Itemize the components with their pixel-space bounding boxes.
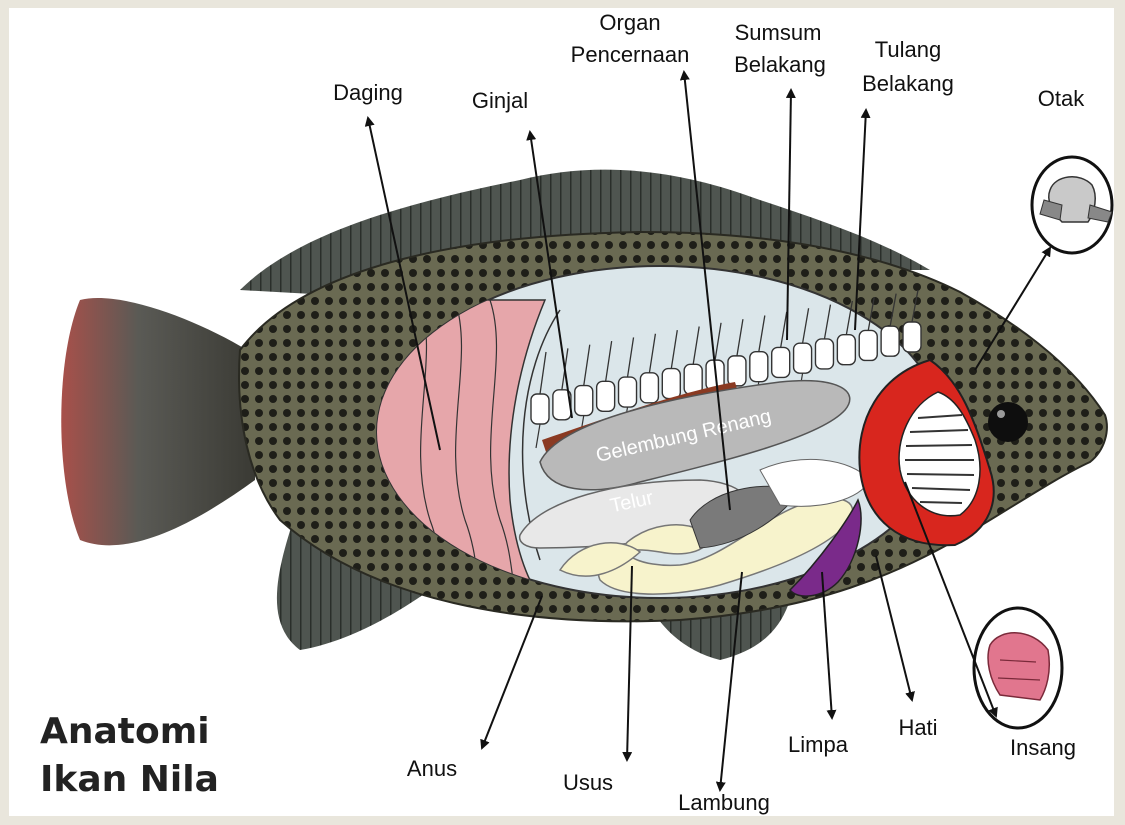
label-usus: Usus [563, 770, 613, 795]
vertebra [881, 326, 899, 356]
label-daging: Daging [333, 80, 403, 105]
title-line-2: Ikan Nila [40, 756, 219, 804]
label-lambung: Lambung [678, 790, 770, 815]
label-otak: Otak [1038, 86, 1085, 111]
vertebra [575, 386, 593, 416]
label-limpa: Limpa [788, 732, 849, 757]
arrow-hati [876, 556, 912, 700]
diagram-title: Anatomi Ikan Nila [40, 708, 219, 804]
vertebra [772, 347, 790, 377]
label-ginjal: Ginjal [472, 88, 528, 113]
tail-fin [61, 298, 255, 545]
label-anus: Anus [407, 756, 457, 781]
eye-highlight [997, 410, 1005, 418]
label-sumsum-2: Belakang [734, 52, 826, 77]
label-organ-1: Organ [599, 10, 660, 35]
vertebra [619, 377, 637, 407]
gill-callout [974, 608, 1062, 728]
label-tulang-1: Tulang [875, 37, 941, 62]
label-organ-2: Pencernaan [571, 42, 690, 67]
vertebra [815, 339, 833, 369]
vertebra [859, 330, 877, 360]
label-insang: Insang [1010, 735, 1076, 760]
vertebra [837, 335, 855, 365]
label-tulang-2: Belakang [862, 71, 954, 96]
label-hati: Hati [898, 715, 937, 740]
vertebra [640, 373, 658, 403]
label-sumsum-1: Sumsum [735, 20, 822, 45]
vertebra [728, 356, 746, 386]
vertebra [662, 369, 680, 399]
arrow-anus [482, 596, 542, 748]
title-line-1: Anatomi [40, 708, 219, 756]
brain-callout [1032, 157, 1112, 253]
vertebra [794, 343, 812, 373]
vertebra [684, 364, 702, 394]
vertebra [750, 352, 768, 382]
vertebra [903, 322, 921, 352]
vertebra [531, 394, 549, 424]
fish-eye [988, 402, 1028, 442]
vertebra [597, 381, 615, 411]
